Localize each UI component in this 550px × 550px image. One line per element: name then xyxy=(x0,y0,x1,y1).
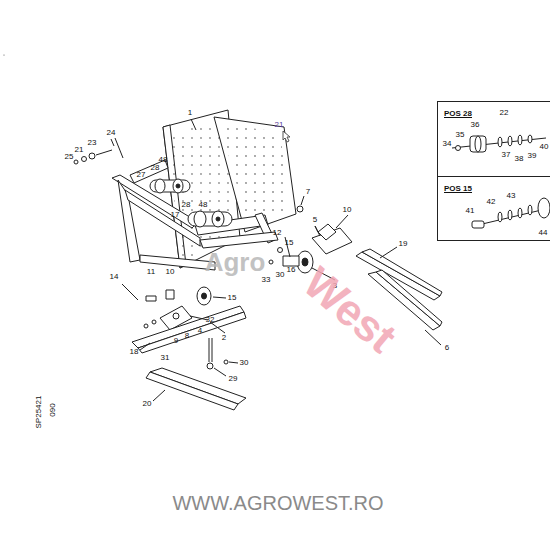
inset-title: POS 28 xyxy=(444,109,472,118)
callout-number: 43 xyxy=(507,192,516,200)
callout-number: 20 xyxy=(143,400,152,408)
callout-number: 21 xyxy=(75,146,84,154)
callout-number: 14 xyxy=(110,273,119,281)
callout-number: 2 xyxy=(222,334,226,342)
callout-number: 19 xyxy=(399,240,408,248)
callout-number: 41 xyxy=(466,207,475,215)
callout-number: 22 xyxy=(500,109,509,117)
callout-number: 40 xyxy=(540,143,549,151)
callout-number: 4 xyxy=(198,327,202,335)
callout-number: 30 xyxy=(240,359,249,367)
callout-number: 15 xyxy=(285,239,294,247)
callout-number: 27 xyxy=(137,171,146,179)
callout-number: 9 xyxy=(174,337,178,345)
callout-number: 30 xyxy=(276,271,285,279)
callout-number: 44 xyxy=(539,229,548,237)
callout-number: 10 xyxy=(343,206,352,214)
website-url: WWW.AGROWEST.RO xyxy=(172,493,383,513)
callout-number: 48 xyxy=(159,156,168,164)
callout-number: 38 xyxy=(515,155,524,163)
callout-number: 15 xyxy=(228,294,237,302)
callout-number: 8 xyxy=(185,332,189,340)
callout-number: 39 xyxy=(528,152,537,160)
callout-number: 36 xyxy=(471,121,480,129)
callout-number: 42 xyxy=(487,198,496,206)
callout-number: 16 xyxy=(287,266,296,274)
callout-number: 48 xyxy=(199,201,208,209)
callout-number: 31 xyxy=(161,354,170,362)
inset-box: POS 28 xyxy=(437,101,550,177)
callout-number: 17 xyxy=(171,211,180,219)
callout-number: 28 xyxy=(151,164,160,172)
callout-number: 23 xyxy=(88,139,97,147)
callout-number: 33 xyxy=(262,276,271,284)
callout-number: 6 xyxy=(445,344,449,352)
callout-number: 7 xyxy=(306,188,310,196)
callout-number: 25 xyxy=(65,153,74,161)
drawing-code: SP25421 xyxy=(35,396,43,429)
callout-number: 18 xyxy=(130,348,139,356)
callout-number: 29 xyxy=(229,375,238,383)
callout-number: 34 xyxy=(443,140,452,148)
callout-number: 1 xyxy=(188,109,192,117)
inset-box: POS 15 xyxy=(437,176,550,241)
drawing-code: 090 xyxy=(49,403,57,416)
callout-number: 24 xyxy=(107,129,116,137)
watermark: Agro xyxy=(205,249,266,275)
callout-number: 37 xyxy=(502,151,511,159)
callout-number: 28 xyxy=(182,201,191,209)
callout-number: 12 xyxy=(273,229,282,237)
callout-number: 5 xyxy=(313,216,317,224)
callout-number: 35 xyxy=(456,131,465,139)
inset-title: POS 15 xyxy=(444,184,472,193)
callout-number: 21 xyxy=(275,121,284,129)
callout-number: 10 xyxy=(166,268,175,276)
callout-number: 32 xyxy=(206,316,215,324)
callout-number: 11 xyxy=(147,268,155,276)
